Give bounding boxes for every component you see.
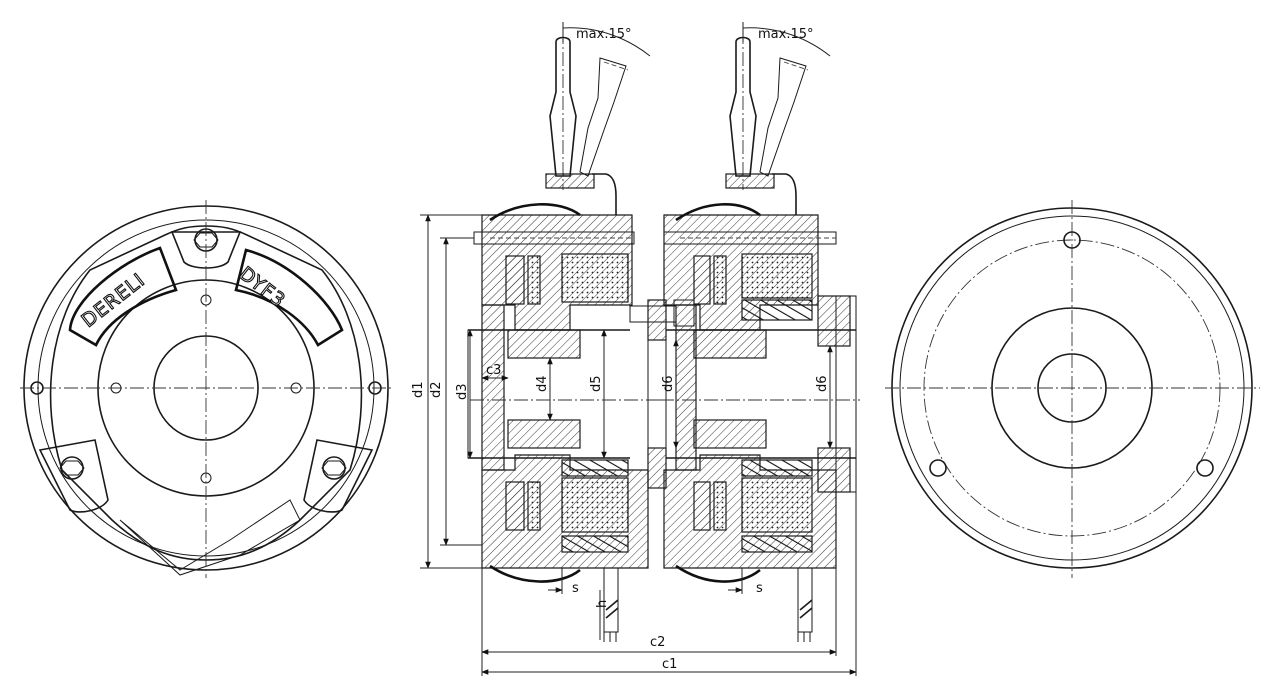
- dim-s-label-left: s: [572, 581, 579, 596]
- release-lever-right: max.15°: [725, 22, 831, 215]
- middle-coupling: [629, 299, 695, 489]
- dim-d6-label-middle: d6: [661, 375, 676, 392]
- dim-c3-label: c3: [486, 363, 501, 378]
- dim-d1-label: d1: [411, 381, 426, 398]
- dim-h-label: h: [595, 600, 610, 608]
- dim-s-label-right: s: [756, 581, 763, 596]
- dim-c2-label: c2: [650, 635, 665, 650]
- dimensions: d1 d2 d3 c3 d4 d5 d6 d6: [411, 214, 857, 676]
- logo-badge-brand: DERELI: [68, 246, 178, 347]
- dim-d6-label-right: d6: [815, 375, 830, 392]
- angle-label-right: max.15°: [758, 27, 814, 42]
- dim-c1-label: c1: [662, 657, 677, 672]
- logo-badge-model: DYF3: [234, 248, 344, 347]
- right-unit: [660, 203, 860, 583]
- front-view-left: DERELI DYF3: [20, 200, 392, 578]
- angle-label-left: max.15°: [576, 27, 632, 42]
- cable-right: [797, 567, 813, 642]
- release-lever-left: max.15°: [545, 22, 651, 215]
- dim-d3-label: d3: [455, 383, 470, 400]
- dim-d4-label: d4: [535, 375, 550, 392]
- section-view: max.15° max.15°: [411, 22, 860, 676]
- dim-d5-label: d5: [589, 375, 604, 392]
- dim-d2-label: d2: [429, 381, 444, 398]
- screw-right: [303, 439, 374, 513]
- screw-left: [38, 439, 109, 513]
- front-view-right: [885, 200, 1260, 578]
- cable-left: [603, 567, 619, 642]
- left-unit: [467, 203, 660, 583]
